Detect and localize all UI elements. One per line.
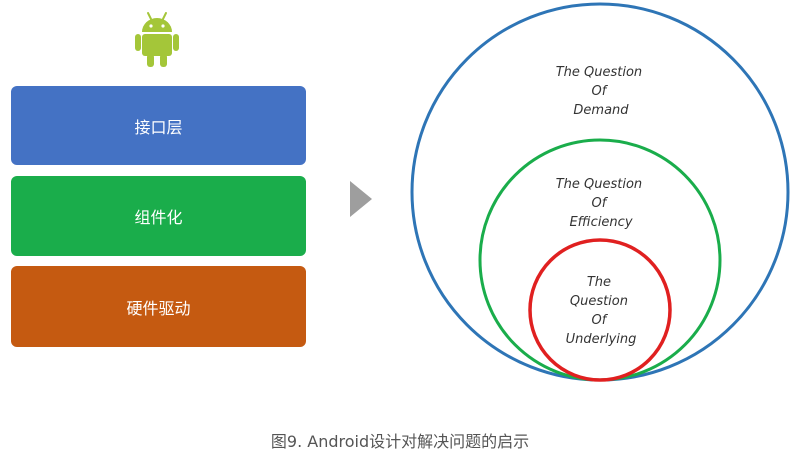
outer-label-line-1: The Question: [556, 65, 642, 80]
right-arrow-icon: [350, 181, 372, 217]
layer-interface-label: 接口层: [134, 117, 183, 137]
outer-label-line-2: Of: [592, 84, 609, 99]
inner-label-line-4: Underlying: [566, 332, 637, 347]
middle-label-line-2: Of: [592, 196, 609, 211]
middle-label-line-1: The Question: [556, 177, 642, 192]
layer-componentization: 组件化: [11, 176, 306, 256]
inner-label-line-2: Question: [570, 294, 628, 309]
android-logo-icon: [135, 12, 179, 67]
outer-circle-label: The Question Of Demand: [556, 65, 647, 118]
nested-circles-diagram: The Question Of Demand The Question Of E…: [410, 2, 790, 382]
middle-circle-label: The Question Of Efficiency: [556, 177, 647, 230]
figure-caption: 图9. Android设计对解决问题的启示: [270, 432, 530, 451]
layer-componentization-label: 组件化: [134, 208, 183, 227]
layer-interface: 接口层: [11, 86, 306, 165]
layer-hardware-driver-label: 硬件驱动: [126, 298, 191, 318]
inner-circle: [528, 238, 672, 382]
inner-label-line-3: Of: [592, 313, 609, 328]
layer-hardware-driver: 硬件驱动: [11, 266, 306, 347]
middle-label-line-3: Efficiency: [569, 215, 632, 230]
inner-label-line-1: The: [587, 275, 611, 290]
inner-circle-label: The Question Of Underlying: [566, 275, 637, 347]
outer-label-line-3: Demand: [573, 103, 629, 118]
